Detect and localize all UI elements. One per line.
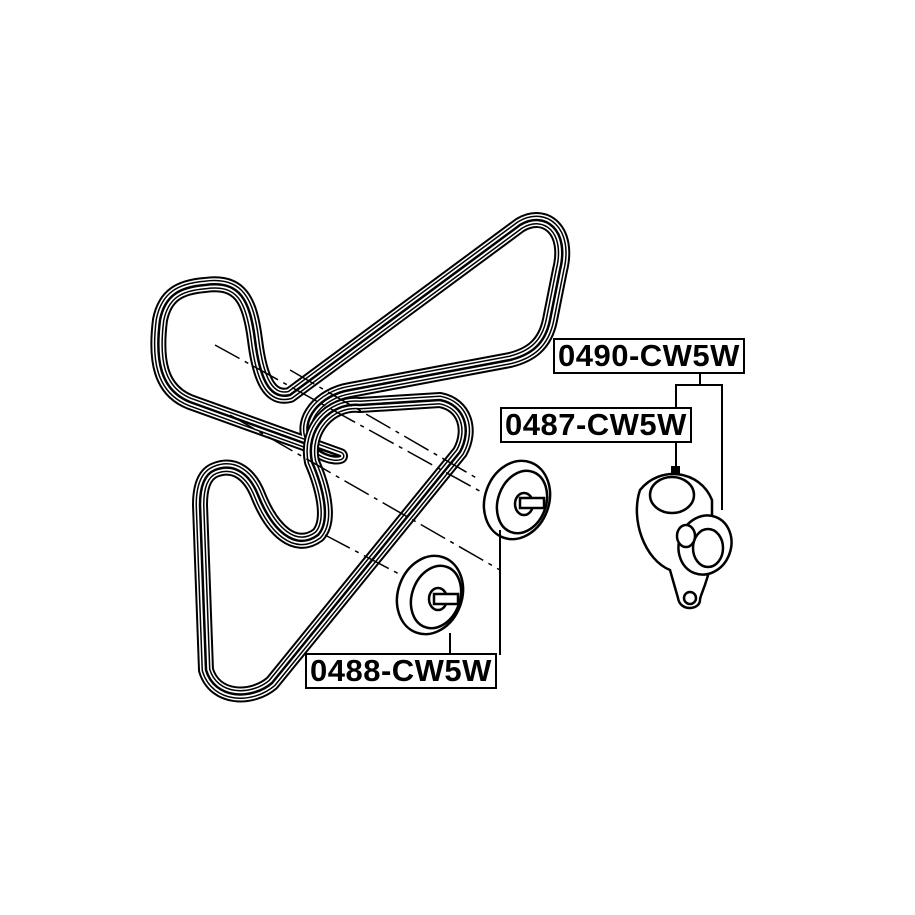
upper-idler-pulley: [482, 459, 552, 541]
lower-belt: [200, 400, 466, 694]
part-label-0488: 0488-CW5W: [305, 653, 497, 689]
part-label-0487: 0487-CW5W: [500, 407, 692, 443]
tensioner-assembly: [635, 472, 733, 610]
lower-idler-pulley: [395, 554, 465, 636]
leader-lines: [449, 372, 723, 655]
part-label-0490: 0490-CW5W: [553, 338, 745, 374]
